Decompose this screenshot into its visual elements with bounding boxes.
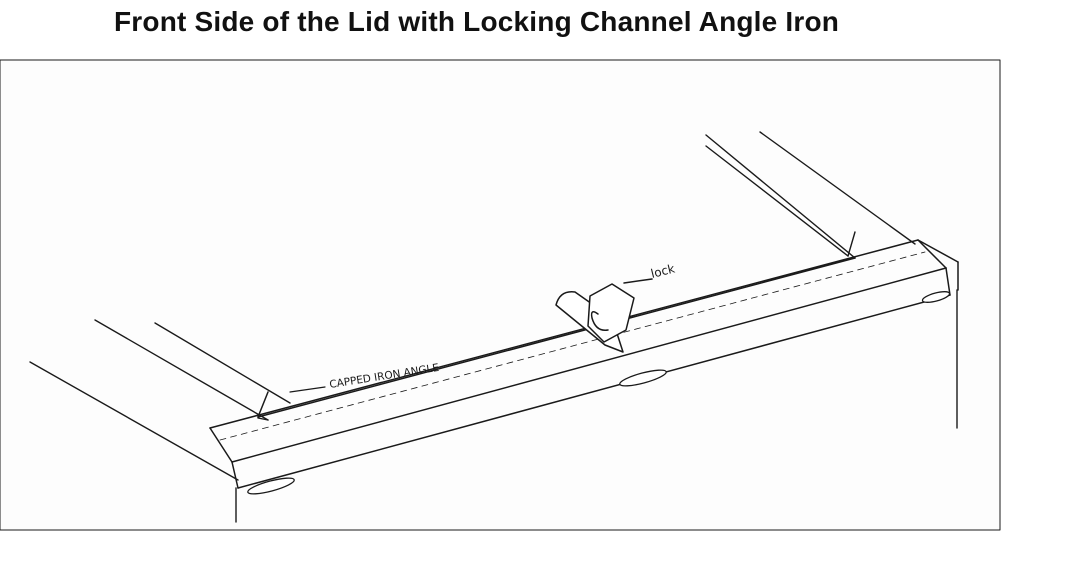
capped-angle-leader [289, 386, 326, 393]
right-rear-rails [705, 131, 916, 259]
left-rear-rails [29, 319, 291, 481]
box-body [235, 289, 958, 523]
padlock-shackle [590, 311, 609, 331]
sketch-paper [0, 59, 1001, 531]
hinge-pins [247, 291, 951, 495]
front-angle-beam [209, 239, 959, 489]
lock-leader [623, 278, 653, 284]
left-hinge-pin [247, 477, 295, 495]
right-hinge-pin [921, 291, 951, 303]
lock-assembly [555, 278, 653, 353]
center-hinge-pin [619, 369, 667, 387]
page-title: Front Side of the Lid with Locking Chann… [114, 6, 840, 37]
lock-label: lock [649, 261, 676, 280]
padlock-body [587, 283, 635, 343]
